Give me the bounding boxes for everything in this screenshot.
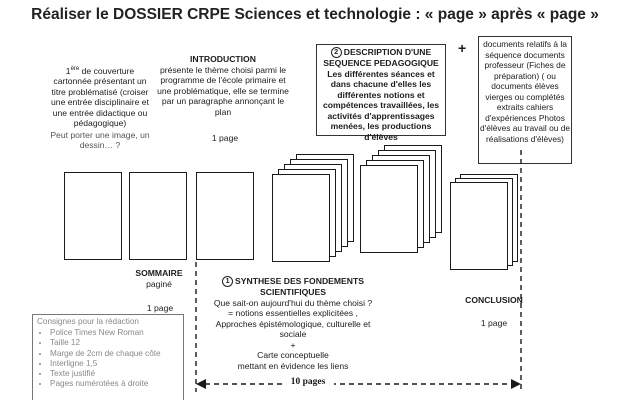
couverture-text: de couverture cartonnée présentant un ti…: [51, 65, 149, 129]
couverture-ordinal-sup: ère: [70, 66, 80, 72]
couverture-note: Peut porter une image, un dessin… ?: [50, 129, 150, 151]
consigne-item: Taille 12: [50, 338, 179, 348]
sommaire-heading: SOMMAIRE: [135, 268, 183, 278]
couverture-ordinal: 1: [65, 65, 71, 76]
introduction-pages: 1 page: [211, 133, 239, 143]
arrow-right-head: [511, 379, 521, 389]
annexes-box: documents relatifs à la séquence documen…: [478, 36, 572, 164]
synthese-line6: mettant en évidence les liens: [237, 360, 349, 371]
total-pages-label: 10 pages: [282, 377, 334, 387]
consigne-item: Interligne 1,5: [50, 359, 179, 369]
page-couverture: [64, 172, 122, 260]
synthese-line1: Que sait-on aujourd'hui du thème choisi …: [213, 297, 373, 308]
synthese-line4: +: [290, 339, 296, 350]
consigne-item: Pages numérotées à droite: [50, 379, 179, 389]
introduction-heading: INTRODUCTION: [190, 54, 256, 64]
description-text: Les différentes séances et dans chacune …: [322, 68, 440, 142]
page-introduction: [196, 172, 254, 260]
consigne-item: Police Times New Roman: [50, 328, 179, 338]
consignes-heading: Consignes pour la rédaction: [37, 317, 139, 326]
page-sommaire: [129, 172, 187, 260]
description-sheet-1: [360, 165, 418, 253]
consigne-item: Marge de 2cm de chaque côte: [50, 349, 179, 359]
synthese-heading: SYNTHESE DES FONDEMENTS SCIENTIFIQUES: [235, 276, 364, 297]
consigne-item: Texte justifié: [50, 369, 179, 379]
description-number: 2: [330, 47, 342, 58]
plus-sign: +: [458, 40, 467, 56]
couverture-description: 1ère de couverture cartonnée présentant …: [50, 64, 150, 151]
annexes-text: documents relatifs à la séquence documen…: [479, 39, 571, 144]
sommaire-block: SOMMAIRE paginé: [128, 268, 190, 289]
synthese-line5: Carte conceptuelle: [257, 350, 329, 360]
arrow-left-head: [196, 379, 206, 389]
consignes-list: Police Times New Roman Taille 12 Marge d…: [37, 328, 179, 389]
introduction-text: présente le thème choisi parmi le progra…: [157, 64, 289, 117]
sommaire-pages: 1 page: [146, 303, 174, 313]
synthese-line3: Approches épistémologique, culturelle et…: [215, 318, 371, 340]
page-title: Réaliser le DOSSIER CRPE Sciences et tec…: [31, 6, 599, 23]
synthese-line2: = notions essentielles explicitées ,: [228, 308, 358, 318]
sommaire-sub: paginé: [146, 278, 172, 289]
annexes-sheet-1: [450, 182, 508, 270]
conclusion-pages: 1 page: [480, 318, 508, 328]
synthese-sheet-1: [272, 174, 330, 262]
consignes-box: Consignes pour la rédaction Police Times…: [32, 314, 184, 400]
synthese-number: 1: [222, 276, 234, 287]
conclusion-heading: CONCLUSION: [465, 295, 523, 305]
introduction-block: INTRODUCTION présente le thème choisi pa…: [155, 54, 291, 117]
description-heading: DESCRIPTION D'UNE SEQUENCE PEDAGOGIQUE: [323, 47, 439, 68]
